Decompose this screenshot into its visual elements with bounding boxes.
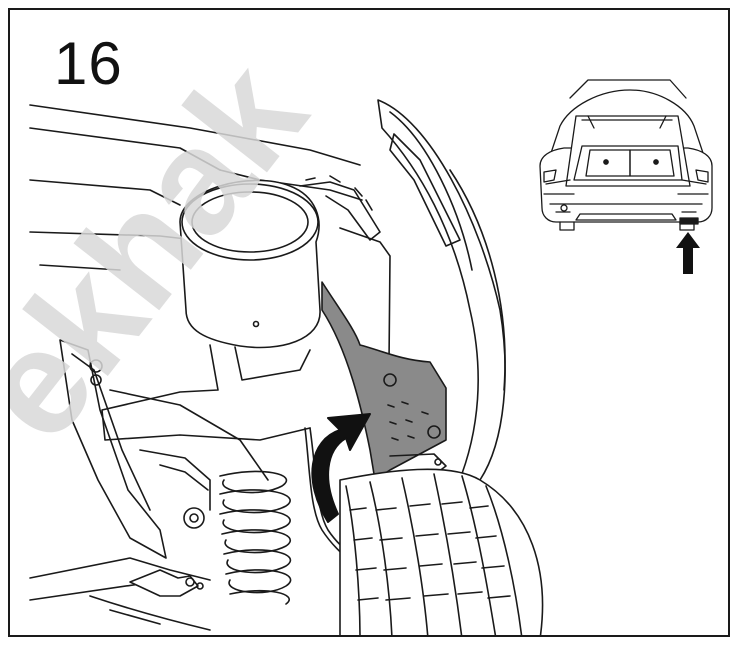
step-number: 16: [54, 30, 123, 97]
inset-car-rear-view: [539, 79, 713, 274]
diagram-frame: 16: [8, 8, 730, 637]
exhaust-pipe: [101, 179, 321, 441]
pipe-flange: [299, 175, 381, 241]
lower-arm-sensor: [29, 557, 211, 631]
rear-tire: [339, 468, 544, 635]
suspension-bolt: [139, 449, 211, 529]
car-rear-body: [539, 79, 713, 231]
main-illustration: [29, 99, 544, 635]
arrow-up-icon: [676, 232, 700, 274]
splash-shield-highlighted: [321, 281, 447, 481]
arrow-curved-icon: [311, 413, 371, 523]
left-bracket: [59, 339, 269, 559]
coil-spring: [219, 470, 292, 605]
bumper-outline: [29, 104, 363, 271]
